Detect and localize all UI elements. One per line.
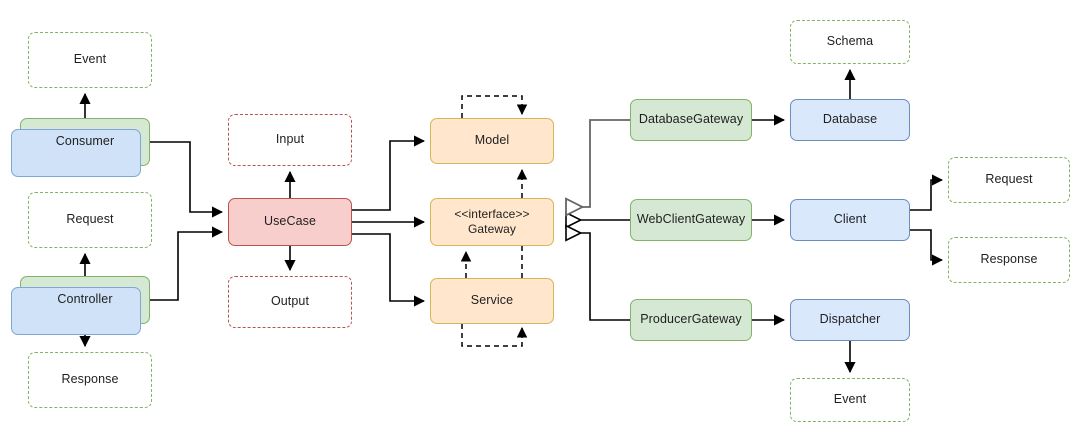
node-consumer[interactable]: Consumer [11, 118, 150, 177]
node-request-right[interactable]: Request [948, 157, 1070, 203]
edge-client-to-response [910, 229, 944, 266]
edge-producer-gateway-realizes [566, 233, 630, 321]
node-label: Controller [57, 292, 113, 307]
node-service[interactable]: Service [430, 278, 554, 324]
node-label: DatabaseGateway [638, 112, 744, 127]
node-request-left[interactable]: Request [28, 192, 152, 248]
node-model[interactable]: Model [430, 118, 554, 164]
node-label: UseCase [263, 214, 317, 229]
node-label: Database [822, 112, 878, 127]
node-label: Input [275, 132, 305, 147]
node-database[interactable]: Database [790, 99, 910, 141]
node-label: Dispatcher [819, 312, 881, 327]
node-event-top[interactable]: Event [28, 32, 152, 88]
node-producer-gateway[interactable]: ProducerGateway [630, 299, 752, 341]
node-label: Output [270, 294, 310, 309]
edge-usecase-to-service [352, 233, 426, 307]
node-client[interactable]: Client [790, 199, 910, 241]
edge-model-self-loop [461, 95, 528, 118]
node-database-gateway[interactable]: DatabaseGateway [630, 99, 752, 141]
node-label: Model [474, 133, 510, 148]
node-label: <<interface>> Gateway [454, 207, 530, 236]
node-label: Request [985, 172, 1033, 187]
node-label: Response [61, 372, 119, 387]
node-schema[interactable]: Schema [790, 20, 910, 64]
node-label: Event [73, 52, 107, 67]
node-label: Consumer [55, 134, 115, 149]
node-controller[interactable]: Controller [11, 276, 150, 335]
node-web-client-gateway[interactable]: WebClientGateway [630, 199, 752, 241]
edge-client-to-request [910, 174, 944, 211]
node-label: Service [470, 293, 514, 308]
node-label: Schema [826, 34, 874, 49]
node-label: ProducerGateway [640, 312, 742, 327]
edge-usecase-to-model [352, 135, 426, 211]
node-label: WebClientGateway [636, 212, 746, 227]
node-dispatcher[interactable]: Dispatcher [790, 299, 910, 341]
edge-database-gateway-realizes [566, 119, 630, 207]
node-output[interactable]: Output [228, 276, 352, 328]
edge-consumer-to-usecase [150, 141, 224, 218]
node-usecase[interactable]: UseCase [228, 198, 352, 246]
edge-service-self-loop [461, 324, 528, 347]
node-event-bottom[interactable]: Event [790, 378, 910, 422]
node-gateway[interactable]: <<interface>> Gateway [430, 198, 554, 246]
node-response-left[interactable]: Response [28, 352, 152, 408]
node-response-right[interactable]: Response [948, 237, 1070, 283]
node-label: Event [833, 392, 867, 407]
node-label: Client [833, 212, 867, 227]
node-label: Response [980, 252, 1038, 267]
node-input[interactable]: Input [228, 114, 352, 166]
edge-controller-to-usecase [150, 226, 224, 301]
node-label: Request [66, 212, 114, 227]
